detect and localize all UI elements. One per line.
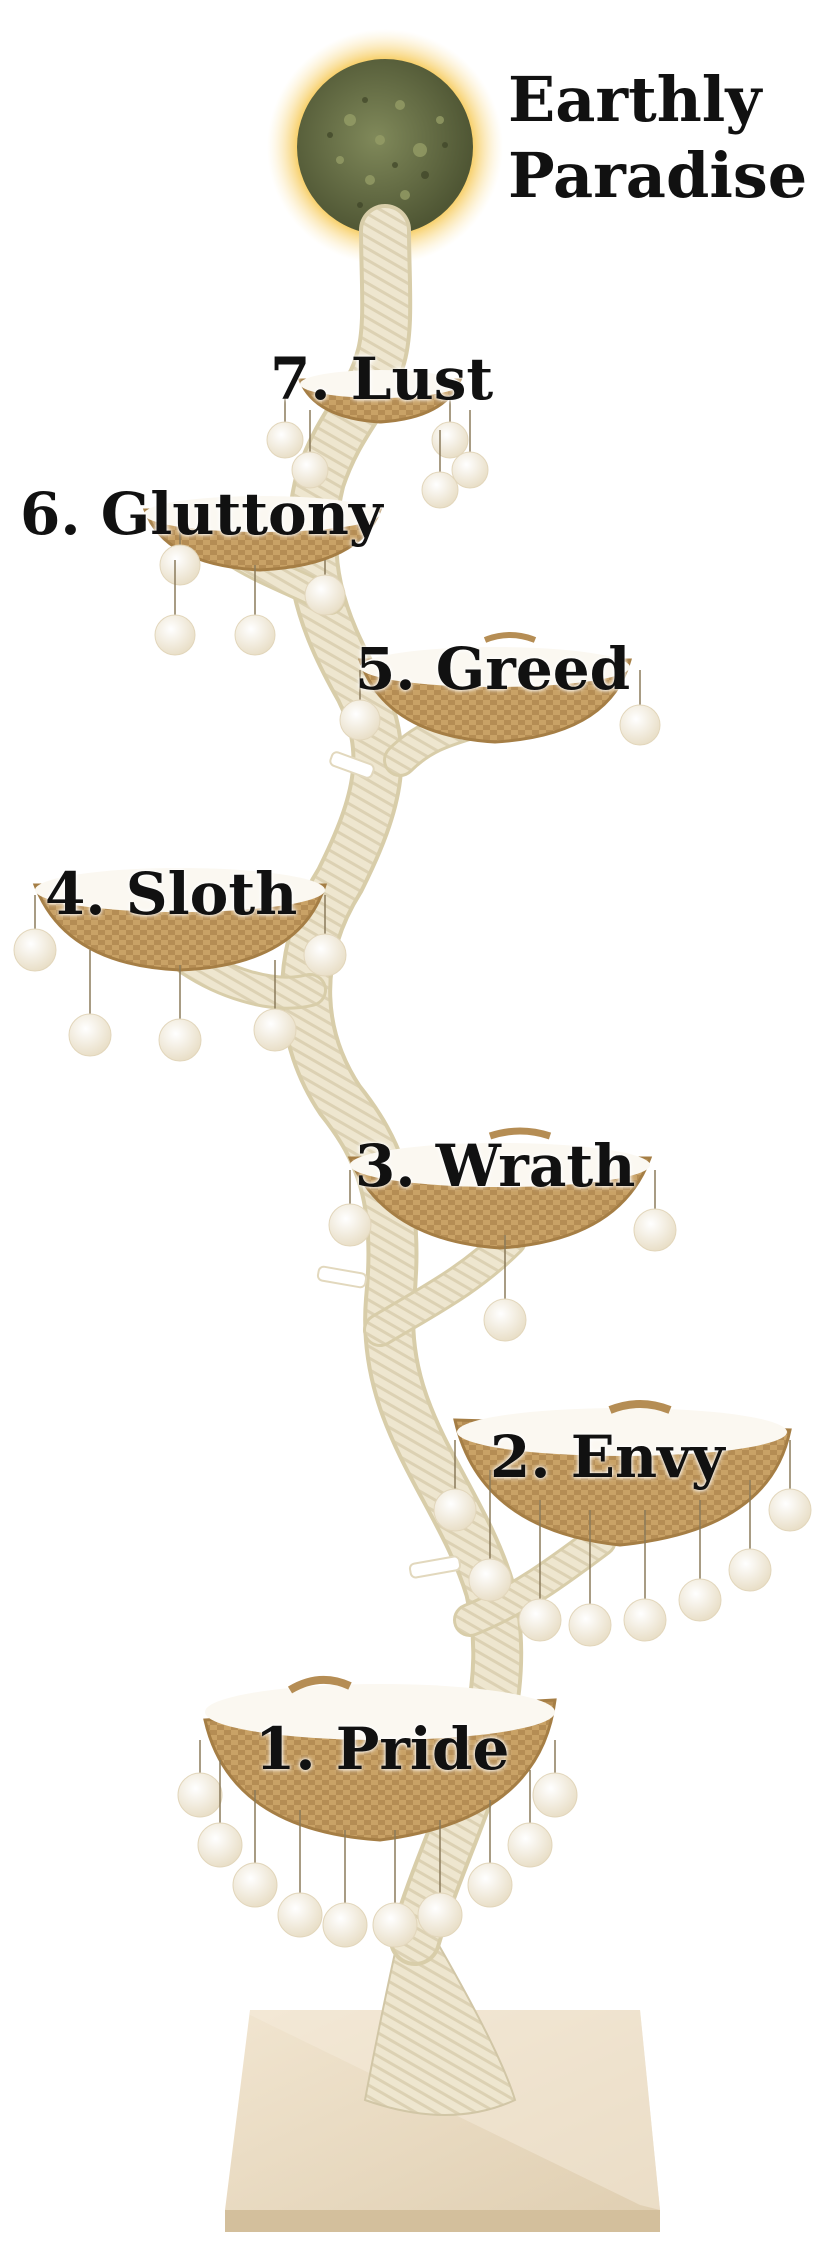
pompom <box>232 1862 278 1908</box>
pompom <box>154 614 196 656</box>
pompom <box>451 451 489 489</box>
baskets <box>32 370 792 1842</box>
pompom <box>372 1902 418 1948</box>
pompom <box>728 1548 772 1592</box>
pompom <box>768 1488 812 1532</box>
pompom <box>303 933 347 977</box>
pompom <box>177 1772 223 1818</box>
catnip-sun-icon <box>267 29 503 265</box>
pompom <box>433 1488 477 1532</box>
pompom <box>266 421 304 459</box>
pompom <box>159 544 201 586</box>
pompom <box>483 1298 527 1342</box>
level-label-envy: 2. Envy <box>490 1423 725 1491</box>
pompom <box>68 1013 112 1057</box>
level-label-greed: 5. Greed <box>355 635 631 703</box>
page-title: Earthly Paradise <box>508 62 807 213</box>
pompom <box>532 1772 578 1818</box>
pompom <box>304 574 346 616</box>
pompom <box>322 1902 368 1948</box>
pompom <box>291 451 329 489</box>
pompom <box>277 1892 323 1938</box>
pompom <box>678 1578 722 1622</box>
title-line-2: Paradise <box>508 138 808 212</box>
pompom <box>197 1822 243 1868</box>
pompom <box>328 1203 372 1247</box>
pompom <box>417 1892 463 1938</box>
pompom <box>468 1558 512 1602</box>
level-label-lust: 7. Lust <box>270 345 494 413</box>
level-label-gluttony: 6. Gluttony <box>20 480 383 548</box>
pompom <box>431 421 469 459</box>
level-label-pride: 1. Pride <box>255 1715 510 1783</box>
pompom <box>234 614 276 656</box>
pompom <box>623 1598 667 1642</box>
pompoms <box>13 395 812 1948</box>
trunk-cone <box>363 1929 517 2116</box>
pompom <box>13 928 57 972</box>
title-line-1: Earthly <box>508 63 762 136</box>
pompom <box>507 1822 553 1868</box>
pompom <box>158 1018 202 1062</box>
pompom <box>421 471 459 509</box>
rope-bands <box>316 751 462 1579</box>
level-label-sloth: 4. Sloth <box>45 860 298 928</box>
pompom <box>467 1862 513 1908</box>
pompom <box>339 699 381 741</box>
pompom <box>253 1008 297 1052</box>
pompom <box>518 1598 562 1642</box>
pompom <box>568 1603 612 1647</box>
pompom <box>633 1208 677 1252</box>
level-label-wrath: 3. Wrath <box>355 1132 636 1200</box>
pompom <box>619 704 661 746</box>
